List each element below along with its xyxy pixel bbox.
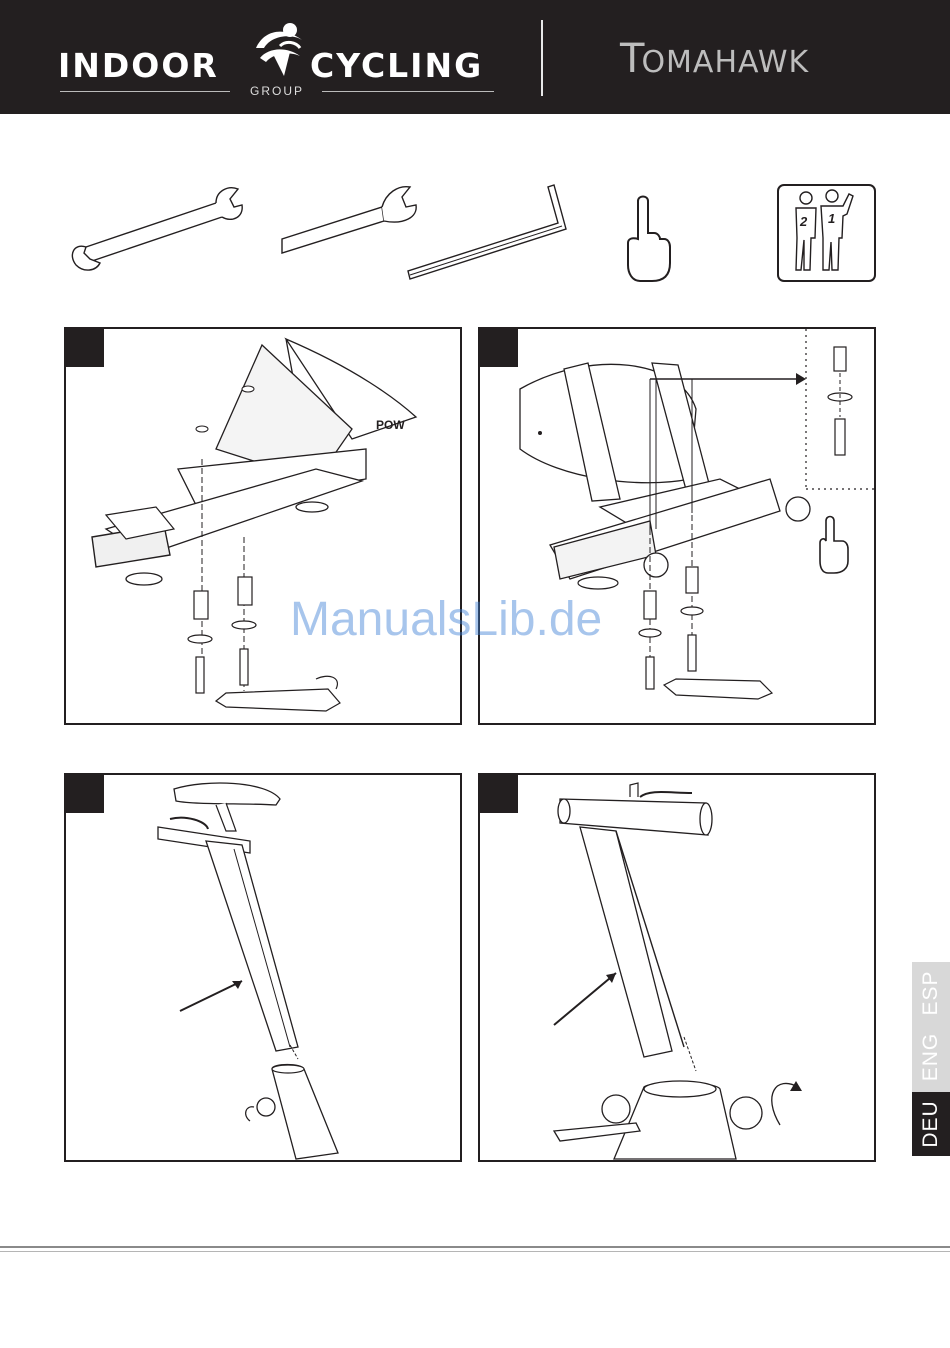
brand-word-cycling: CYCLING — [310, 46, 483, 85]
person-number-2: 2 — [800, 214, 807, 229]
language-tab-label: ENG — [919, 1033, 943, 1082]
tomahawk-initial: T — [620, 36, 641, 82]
assembly-step-3-panel — [64, 773, 462, 1162]
assembly-step-4-panel — [478, 773, 876, 1162]
assembly-step-2-panel — [478, 327, 876, 725]
indoor-cycling-group-logo: INDOOR CYCLING GROUP — [58, 18, 498, 98]
language-tab-deu[interactable]: DEU — [912, 1092, 950, 1156]
assembly-step-1-panel: POW — [64, 327, 462, 725]
brand-subline-right — [322, 91, 494, 92]
person-number-1: 1 — [828, 211, 835, 226]
seat-post-figure — [66, 775, 462, 1162]
language-tab-eng[interactable]: ENG — [912, 1026, 950, 1088]
hex-key-icon — [404, 179, 574, 285]
language-tab-label: DEU — [919, 1100, 943, 1147]
brand-word-indoor: INDOOR — [58, 46, 219, 85]
language-tab-esp[interactable]: ESP — [912, 962, 950, 1024]
footer-divider — [0, 1246, 950, 1248]
brand-sub-text: GROUP — [238, 84, 316, 98]
two-person-assembly-icon: 2 1 — [777, 184, 876, 282]
flywheel-logo-text: POW — [376, 418, 405, 432]
brand-subline: GROUP — [58, 84, 494, 98]
watermark-text: ManualsLib.de — [290, 592, 602, 647]
open-end-wrench-icon — [66, 183, 246, 275]
cyclist-logo-icon — [250, 18, 314, 80]
rear-stabilizer-figure — [480, 329, 876, 725]
language-tabs: ESP ENG DEU — [912, 962, 950, 1156]
language-tab-label: ESP — [919, 970, 943, 1015]
handlebar-post-figure — [480, 775, 876, 1162]
tomahawk-rest: OMAHAWK — [641, 45, 809, 80]
tools-row: 2 1 — [0, 175, 950, 295]
header-divider — [541, 20, 543, 96]
brand-subline-left — [60, 91, 230, 92]
page-header: INDOOR CYCLING GROUP TOMAHAWK — [0, 0, 950, 114]
footer-divider-thin — [0, 1251, 950, 1252]
front-stabilizer-figure: POW — [66, 329, 462, 725]
tomahawk-logo: TOMAHAWK — [620, 36, 809, 80]
finger-pointing-icon — [624, 193, 676, 285]
two-person-figure-icon — [779, 186, 874, 280]
